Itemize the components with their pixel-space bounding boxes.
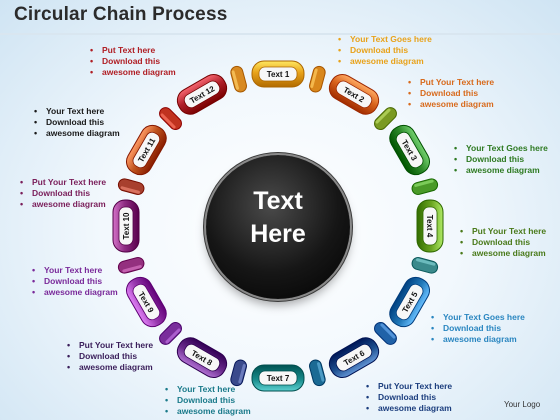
callout-line: Download this: [32, 276, 182, 287]
chain-link-1: Text 1: [251, 60, 305, 88]
callout-line: Your Text here: [165, 384, 315, 395]
chain-link-label: Text 1: [267, 70, 290, 79]
chain-link-label: Text 7: [267, 374, 290, 383]
logo-text: Your Logo: [504, 400, 541, 409]
callout-line: awesome diagram: [67, 362, 217, 373]
callout-line: Put Text here: [90, 45, 240, 56]
callout-line: awesome diagram: [454, 165, 560, 176]
chain-link-4: Text 4: [416, 199, 444, 253]
callout-line: Download this: [34, 117, 184, 128]
callout-line: Download this: [460, 237, 560, 248]
center-text-line-2: Here: [250, 220, 306, 248]
callout-line: Download this: [20, 188, 170, 199]
callout-line: awesome diagram: [366, 403, 516, 414]
chain-link-label: Text 10: [122, 212, 131, 240]
callout-line: Download this: [366, 392, 516, 403]
callout-line: Put Your Text here: [460, 226, 560, 237]
callout-line: Download this: [165, 395, 315, 406]
page-title: Circular Chain Process: [14, 4, 228, 25]
callout-left-9: Your Text here Download this awesome dia…: [32, 265, 182, 298]
callout-right-4: Put Your Text here Download this awesome…: [460, 226, 560, 259]
callout-line: Put Your Text here: [366, 381, 516, 392]
callout-line: Download this: [454, 154, 560, 165]
center-text-line-1: Text: [253, 187, 303, 215]
chain-connector: [411, 257, 439, 274]
callout-upper-right: Put Your Text here Download this awesome…: [408, 77, 558, 110]
chain-connector: [374, 322, 397, 345]
chain-connector: [309, 65, 326, 93]
chain-connector: [309, 359, 326, 387]
title-divider: [0, 33, 560, 35]
callout-left-8: Put Your Text here Download this awesome…: [67, 340, 217, 373]
callout-line: awesome diagram: [34, 128, 184, 139]
chain-link-10: Text 10: [112, 199, 140, 253]
callout-line: Your Text Goes here: [431, 312, 560, 323]
callout-line: Your Text here: [32, 265, 182, 276]
chain-link-5: Text 5: [389, 276, 431, 328]
callout-line: awesome diagram: [338, 56, 488, 67]
chain-link-12: Text 12: [176, 73, 228, 115]
callout-line: Download this: [338, 45, 488, 56]
callout-line: Your Text Goes here: [338, 34, 488, 45]
callout-line: Your Text here: [34, 106, 184, 117]
callout-bottom-6: Put Your Text here Download this awesome…: [366, 381, 516, 414]
callout-line: awesome diagram: [431, 334, 560, 345]
callout-right-3: Your Text Goes here Download this awesom…: [454, 143, 560, 176]
callout-left-10: Put Your Text here Download this awesome…: [20, 177, 170, 210]
callout-top-center: Your Text Goes here Download this awesom…: [338, 34, 488, 67]
chain-connector: [230, 359, 247, 387]
chain-link-3: Text 3: [389, 124, 431, 176]
chain-link-2: Text 2: [328, 73, 380, 115]
center-text: Text Here: [206, 185, 350, 251]
chain-connector: [411, 178, 439, 195]
chain-link-label: Text 4: [425, 215, 434, 238]
chain-connector: [374, 107, 397, 130]
callout-line: Your Text Goes here: [454, 143, 560, 154]
callout-line: awesome diagram: [32, 287, 182, 298]
callout-bottom-7: Your Text here Download this awesome dia…: [165, 384, 315, 417]
callout-line: Download this: [408, 88, 558, 99]
callout-line: awesome diagram: [165, 406, 315, 417]
callout-line: Put Your Text here: [408, 77, 558, 88]
callout-top-left: Put Text here Download this awesome diag…: [90, 45, 240, 78]
callout-line: Put Your Text here: [20, 177, 170, 188]
callout-line: awesome diagram: [408, 99, 558, 110]
callout-right-5: Your Text Goes here Download this awesom…: [431, 312, 560, 345]
chain-link-6: Text 6: [328, 337, 380, 379]
callout-line: Download this: [431, 323, 560, 334]
center-circle: Text Here: [206, 155, 350, 299]
callout-upper-left: Your Text here Download this awesome dia…: [34, 106, 184, 139]
callout-line: Download this: [67, 351, 217, 362]
callout-line: awesome diagram: [90, 67, 240, 78]
callout-line: awesome diagram: [20, 199, 170, 210]
callout-line: Put Your Text here: [67, 340, 217, 351]
callout-line: awesome diagram: [460, 248, 560, 259]
callout-line: Download this: [90, 56, 240, 67]
